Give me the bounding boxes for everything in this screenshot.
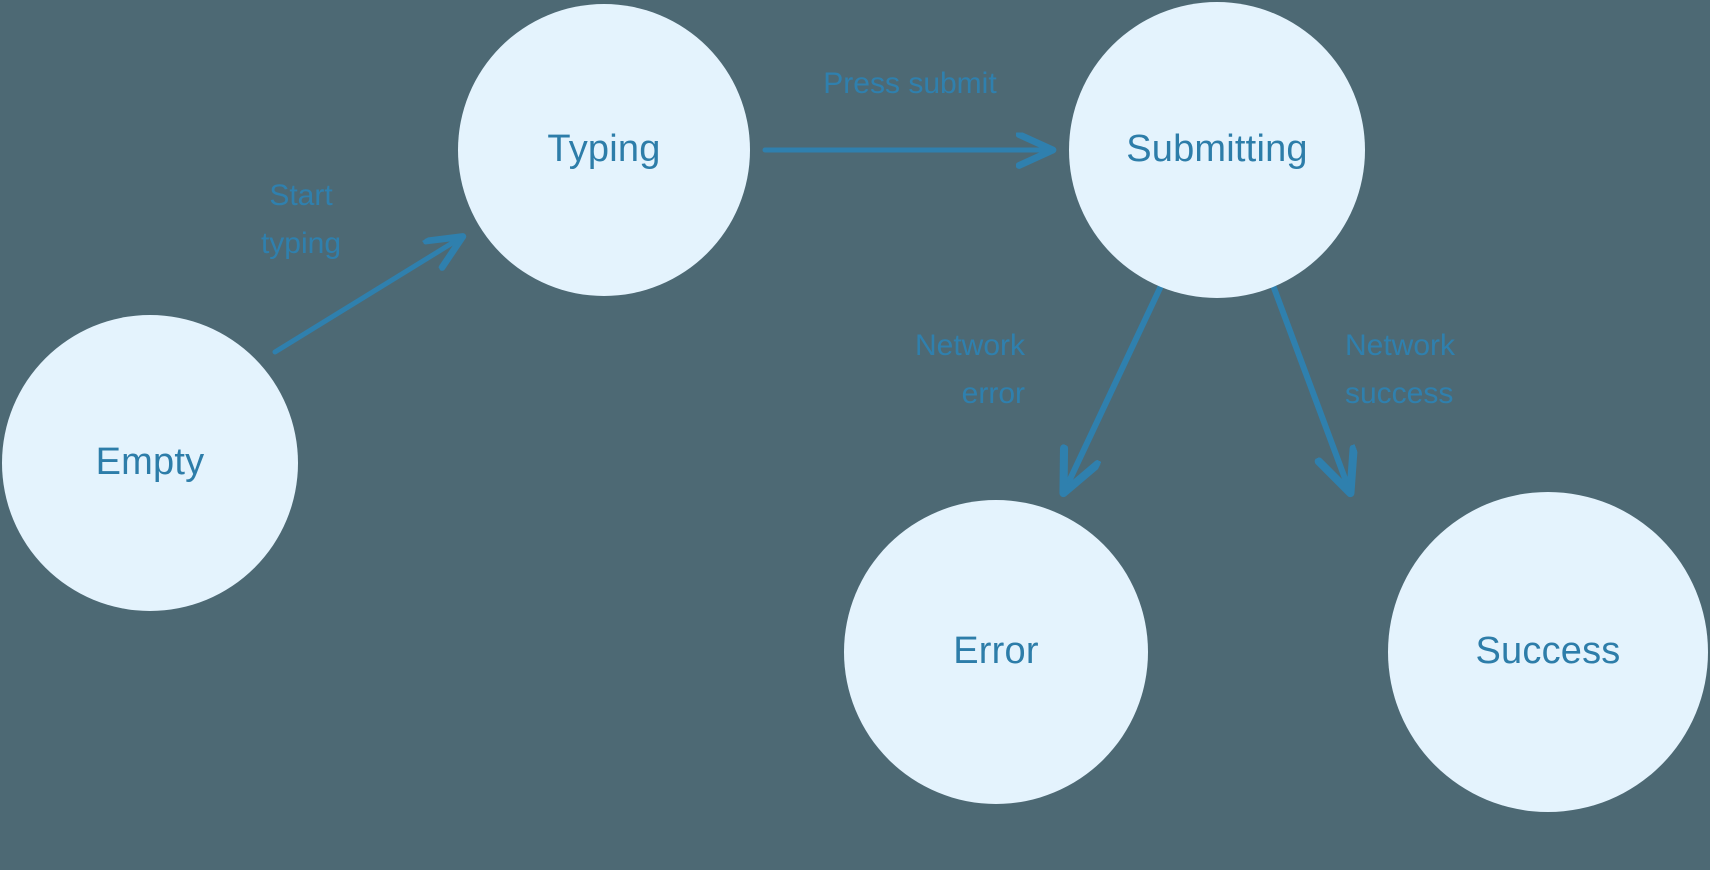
edge-label-network-error: Network error [914,329,1025,410]
edge-arrow-submitting-to-error [1064,285,1163,492]
edge-arrow-empty-to-typing [272,237,462,355]
state-node-success[interactable]: Success [1388,492,1708,812]
state-node-label: Submitting [1126,128,1308,171]
state-node-label: Empty [95,441,205,484]
edge-label-press-submit: Press submit [823,67,997,100]
state-node-label: Success [1475,630,1621,673]
state-node-label: Error [953,630,1039,673]
state-node-label: Typing [547,128,661,171]
state-node-error[interactable]: Error [844,500,1148,804]
state-node-empty[interactable]: Empty [2,315,298,611]
edge-arrow-submitting-to-success [1271,285,1350,492]
state-node-submitting[interactable]: Submitting [1069,2,1365,298]
edge-label-start-typing: Start typing [260,179,342,260]
edge-arrows [272,150,1350,492]
state-node-typing[interactable]: Typing [458,4,750,296]
edge-label-network-success: Network success [1345,329,1456,410]
